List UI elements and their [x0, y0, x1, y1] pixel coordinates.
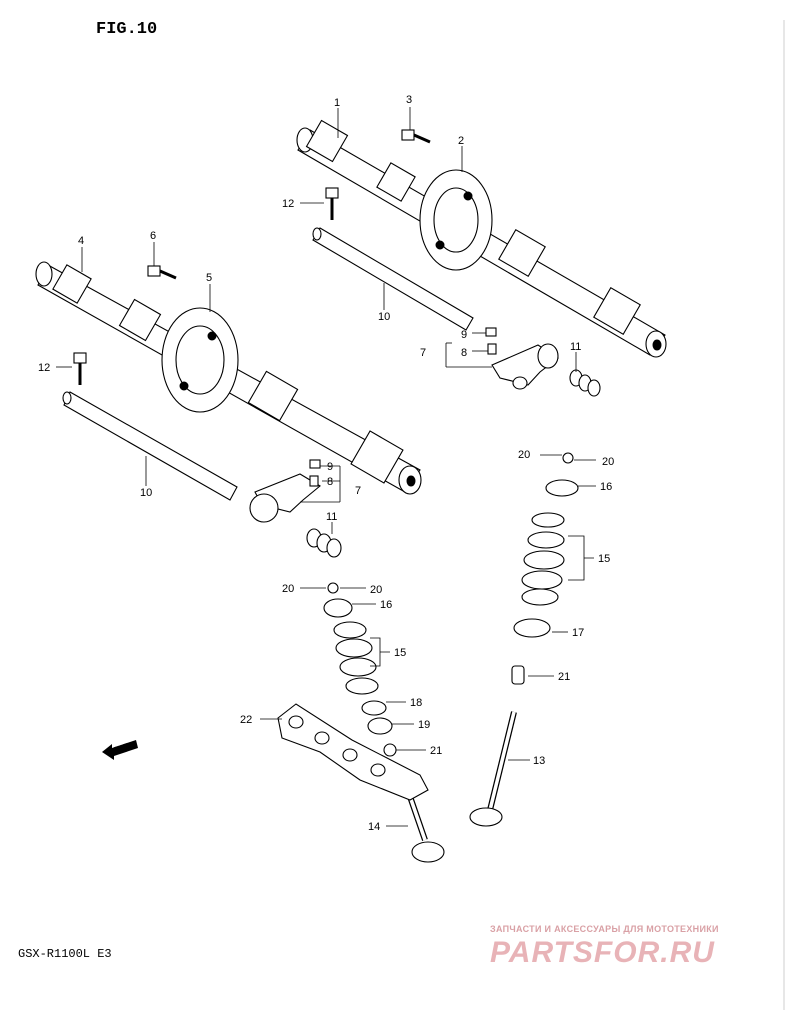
callout-21-left: 21 [430, 745, 442, 757]
fwd-label: FWD [113, 742, 130, 754]
callout-22: 22 [240, 714, 252, 726]
callout-12-lower: 12 [38, 362, 50, 374]
callout-12-upper: 12 [282, 198, 294, 210]
callout-11-lower: 11 [326, 511, 337, 523]
rocker-shaft-lower [62, 391, 238, 501]
callout-11-upper: 11 [570, 341, 581, 353]
spring-11-upper [569, 369, 601, 397]
callout-16-right: 16 [600, 481, 612, 493]
callout-5: 5 [206, 272, 212, 284]
callout-16-left: 16 [380, 599, 392, 611]
callout-15-left: 15 [394, 647, 406, 659]
callout-20-right-a: 20 [518, 449, 530, 461]
callout-21-right: 21 [558, 671, 570, 683]
valve-stack-right [469, 452, 579, 827]
fwd-arrow-icon: FWD [102, 740, 138, 760]
watermark-site: PARTSFOR.RU [490, 936, 715, 969]
callout-7-upper: 7 [420, 347, 426, 359]
bolt-6 [147, 265, 177, 280]
callout-19: 19 [418, 719, 430, 731]
callout-2: 2 [458, 135, 464, 147]
gasket-22 [277, 703, 429, 801]
callout-8-upper: 8 [461, 347, 467, 359]
rocker-arm-upper [485, 327, 559, 390]
callout-20-left-a: 20 [282, 583, 294, 595]
rocker-shaft-upper [312, 227, 474, 331]
callout-9-lower: 9 [327, 461, 333, 473]
callout-13: 13 [533, 755, 545, 767]
callout-3: 3 [406, 94, 412, 106]
figure-title: FIG.10 [96, 20, 157, 39]
valve-stack-left [323, 582, 445, 863]
callout-10-upper: 10 [378, 311, 390, 323]
watermark-tagline: ЗАПЧАСТИ И АКСЕССУАРЫ ДЛЯ МОТОТЕХНИКИ [490, 924, 719, 934]
rocker-arm-lower [249, 459, 321, 523]
callout-6: 6 [150, 230, 156, 242]
callout-4: 4 [78, 235, 84, 247]
bolt-3 [401, 129, 431, 144]
callout-10-lower: 10 [140, 487, 152, 499]
bolt-12-lower [73, 352, 87, 385]
callout-8-lower: 8 [327, 476, 333, 488]
callout-7-lower: 7 [355, 485, 361, 497]
callout-labels: 1 2 3 4 5 6 7 7 8 8 9 9 10 10 11 11 12 1… [38, 94, 614, 833]
callout-9-upper: 9 [461, 329, 467, 341]
leader-lines [56, 107, 596, 827]
watermark: ЗАПЧАСТИ И АКСЕССУАРЫ ДЛЯ МОТОТЕХНИКИ PA… [490, 924, 719, 969]
callout-20-right-b: 20 [602, 456, 614, 468]
spring-11-lower [306, 528, 342, 558]
callout-20-left-b: 20 [370, 584, 382, 596]
callout-14: 14 [368, 821, 380, 833]
bolt-12-upper [325, 187, 339, 220]
cam-sprocket-lower [161, 307, 239, 413]
callout-17: 17 [572, 627, 584, 639]
callout-1: 1 [334, 97, 340, 109]
cam-sprocket-upper [419, 169, 493, 271]
callout-15-right: 15 [598, 553, 610, 565]
callout-18: 18 [410, 697, 422, 709]
model-code: GSX-R1100L E3 [18, 947, 112, 961]
